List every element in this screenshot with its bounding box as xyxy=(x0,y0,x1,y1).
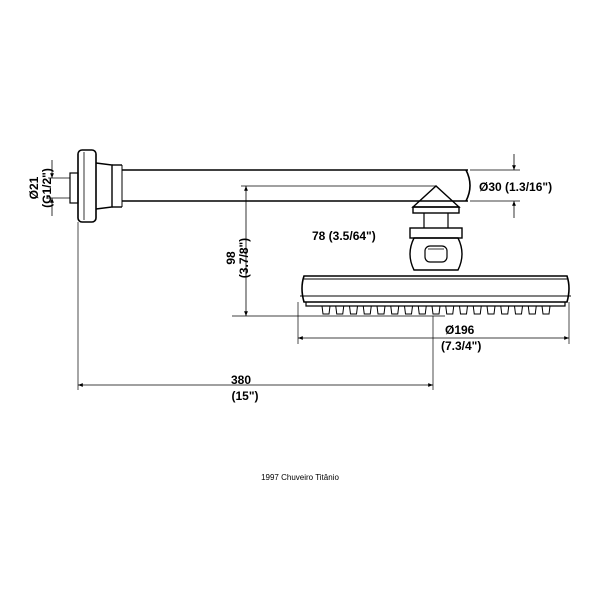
nozzle xyxy=(349,305,358,315)
nozzle xyxy=(417,305,427,315)
nozzle xyxy=(404,305,413,315)
nozzle xyxy=(431,305,441,315)
nozzle xyxy=(472,305,482,315)
inlet-thread-label: (G1/2") xyxy=(40,168,54,208)
head-diameter-in-label: (7.3/4") xyxy=(441,339,481,353)
shower-nozzles xyxy=(321,305,551,315)
shower-arm xyxy=(95,162,471,210)
nozzle xyxy=(486,305,496,315)
drawing-caption: 1997 Chuveiro Titânio xyxy=(261,473,339,482)
drop-height-in-label: (3.7/8") xyxy=(237,238,251,278)
wall-flange xyxy=(69,149,97,223)
nozzle xyxy=(390,305,400,315)
nozzle xyxy=(362,305,372,315)
arm-diameter-label: Ø30 (1.3/16") xyxy=(479,180,552,194)
nozzle xyxy=(527,305,537,315)
arm-length-label: 380 xyxy=(231,373,251,387)
nozzle xyxy=(514,305,523,315)
dimension-lines xyxy=(48,154,570,390)
nozzle xyxy=(321,305,331,315)
connector-width-label: 78 (3.5/64") xyxy=(312,229,376,243)
inlet-diameter-label: Ø21 xyxy=(27,176,41,199)
nozzle xyxy=(335,305,345,315)
nozzle xyxy=(376,305,386,315)
ball-connector xyxy=(409,185,463,271)
drop-height-label: 98 xyxy=(224,251,238,265)
nozzle xyxy=(541,305,551,315)
nozzle xyxy=(500,305,510,315)
nozzle xyxy=(459,305,468,315)
shower-head xyxy=(300,275,571,315)
nozzle xyxy=(445,305,455,315)
arm-length-in-label: (15") xyxy=(231,389,258,403)
head-diameter-label: Ø196 xyxy=(445,323,475,337)
